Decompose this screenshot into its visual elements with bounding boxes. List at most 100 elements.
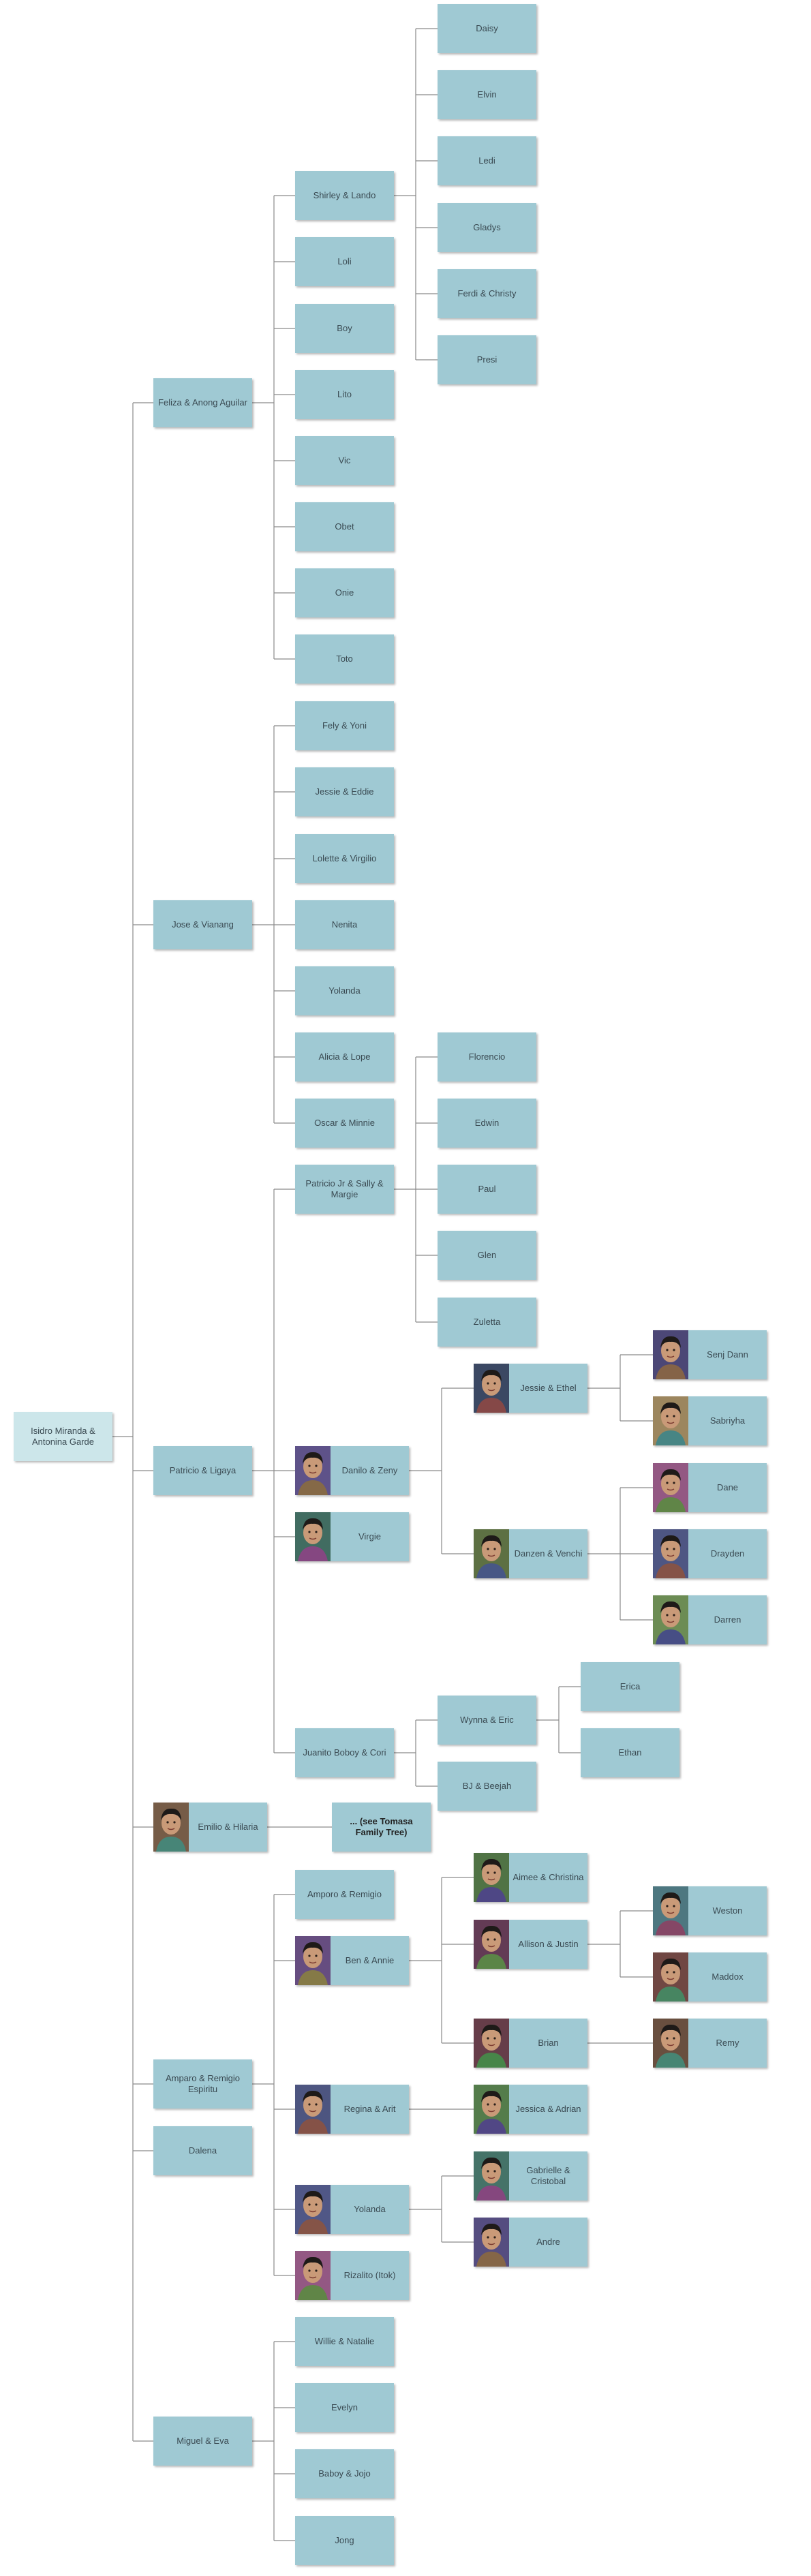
person-node-amporo-remigio[interactable]: Amporo & Remigio: [295, 1870, 394, 1919]
node-label: Lito: [337, 389, 352, 399]
node-label: Danilo & Zeny: [341, 1465, 398, 1475]
person-node-wynna-eric[interactable]: Wynna & Eric: [438, 1696, 536, 1745]
person-node-bj-beejah[interactable]: BJ & Beejah: [438, 1762, 536, 1811]
person-node-ledi[interactable]: Ledi: [438, 136, 536, 185]
person-node-edwin[interactable]: Edwin: [438, 1099, 536, 1148]
person-node-amparo-remigio-espiritu[interactable]: Amparo & Remigio Espiritu: [153, 2059, 252, 2109]
person-node-presi[interactable]: Presi: [438, 335, 536, 384]
person-node-dane[interactable]: Dane: [653, 1463, 767, 1512]
avatar-photo: [653, 1952, 688, 2002]
person-node-elvin[interactable]: Elvin: [438, 70, 536, 119]
person-node-onie[interactable]: Onie: [295, 568, 394, 617]
person-node-daisy[interactable]: Daisy: [438, 4, 536, 53]
person-node-jessie-eddie[interactable]: Jessie & Eddie: [295, 767, 394, 816]
node-label: Obet: [335, 521, 354, 532]
person-node-fely-yoni[interactable]: Fely & Yoni: [295, 701, 394, 750]
person-node-gabrielle-cristobal[interactable]: Gabrielle & Cristobal: [474, 2151, 587, 2201]
person-node-nenita[interactable]: Nenita: [295, 900, 394, 949]
person-node-regina-arit[interactable]: Regina & Arit: [295, 2085, 409, 2134]
person-node-paul[interactable]: Paul: [438, 1165, 536, 1214]
node-label: Maddox: [711, 1972, 744, 1982]
person-node-jessica-adrian[interactable]: Jessica & Adrian: [474, 2085, 587, 2134]
person-node-willie-natalie[interactable]: Willie & Natalie: [295, 2317, 394, 2366]
person-node-erica[interactable]: Erica: [581, 1662, 679, 1711]
node-label: Edwin: [474, 1118, 500, 1128]
person-node-evelyn[interactable]: Evelyn: [295, 2383, 394, 2432]
person-node-danilo-zeny[interactable]: Danilo & Zeny: [295, 1446, 409, 1495]
person-node-shirley-lando[interactable]: Shirley & Lando: [295, 171, 394, 220]
node-label: Virgie: [358, 1531, 381, 1542]
person-node-gladys[interactable]: Gladys: [438, 203, 536, 252]
node-label: ... (see Tomasa Family Tree): [350, 1816, 413, 1837]
person-node-brian[interactable]: Brian: [474, 2019, 587, 2068]
person-node-alicia-lope[interactable]: Alicia & Lope: [295, 1032, 394, 1082]
node-label: Yolanda: [328, 985, 361, 996]
person-node-jong[interactable]: Jong: [295, 2516, 394, 2565]
person-node-weston[interactable]: Weston: [653, 1886, 767, 1935]
person-node-maddox[interactable]: Maddox: [653, 1952, 767, 2002]
node-label: Vic: [338, 455, 351, 465]
person-node-patricio-ligaya[interactable]: Patricio & Ligaya: [153, 1446, 252, 1495]
person-node-zuletta[interactable]: Zuletta: [438, 1298, 536, 1347]
node-label: Jessica & Adrian: [515, 2104, 581, 2114]
person-node-dalena[interactable]: Dalena: [153, 2126, 252, 2175]
person-node-loli[interactable]: Loli: [295, 237, 394, 286]
person-node-patricio-jr-sally-margie[interactable]: Patricio Jr & Sally & Margie: [295, 1165, 394, 1214]
person-node-root[interactable]: Isidro Miranda & Antonina Garde: [14, 1412, 112, 1461]
avatar-photo: [653, 1330, 688, 1379]
person-node-emilio-hilaria[interactable]: Emilio & Hilaria: [153, 1803, 267, 1852]
node-label: Wynna & Eric: [460, 1715, 514, 1725]
avatar-photo: [474, 1920, 509, 1969]
person-node-yolanda[interactable]: Yolanda: [295, 966, 394, 1015]
person-node-danzen-venchi[interactable]: Danzen & Venchi: [474, 1529, 587, 1578]
person-node-lolette-virgilio[interactable]: Lolette & Virgilio: [295, 834, 394, 883]
node-label: Weston: [712, 1905, 743, 1916]
person-node-ben-annie[interactable]: Ben & Annie: [295, 1936, 409, 1985]
avatar-photo: [474, 2019, 509, 2068]
node-label: Patricio Jr & Sally & Margie: [305, 1178, 384, 1199]
person-node-rizalito-itok[interactable]: Rizalito (Itok): [295, 2251, 409, 2300]
person-node-obet[interactable]: Obet: [295, 502, 394, 551]
avatar-photo: [295, 1512, 331, 1561]
node-label: Nenita: [331, 919, 358, 930]
person-node-remy[interactable]: Remy: [653, 2019, 767, 2068]
person-node-juanito-boboy-cori[interactable]: Juanito Boboy & Cori: [295, 1728, 394, 1777]
person-node-jose-vianang[interactable]: Jose & Vianang: [153, 900, 252, 949]
node-label: Zuletta: [473, 1317, 501, 1327]
person-node-darren[interactable]: Darren: [653, 1595, 767, 1644]
node-label: Elvin: [477, 89, 497, 99]
person-node-see-tomasa-family-tree[interactable]: ... (see Tomasa Family Tree): [332, 1803, 431, 1852]
person-node-toto[interactable]: Toto: [295, 634, 394, 684]
person-node-oscar-minnie[interactable]: Oscar & Minnie: [295, 1099, 394, 1148]
person-node-sabriyha[interactable]: Sabriyha: [653, 1396, 767, 1445]
person-node-florencio[interactable]: Florencio: [438, 1032, 536, 1082]
person-node-virgie[interactable]: Virgie: [295, 1512, 409, 1561]
person-node-jessie-ethel[interactable]: Jessie & Ethel: [474, 1364, 587, 1413]
avatar-photo: [295, 2251, 331, 2300]
person-node-miguel-eva[interactable]: Miguel & Eva: [153, 2417, 252, 2466]
avatar-photo: [474, 1529, 509, 1578]
avatar-photo: [653, 1463, 688, 1512]
node-label: Presi: [476, 354, 498, 365]
person-node-drayden[interactable]: Drayden: [653, 1529, 767, 1578]
avatar-photo: [474, 2218, 509, 2267]
person-node-senj-dann[interactable]: Senj Dann: [653, 1330, 767, 1379]
node-label: Gabrielle & Cristobal: [526, 2165, 570, 2186]
person-node-baboy-jojo[interactable]: Baboy & Jojo: [295, 2449, 394, 2498]
person-node-yolanda[interactable]: Yolanda: [295, 2185, 409, 2234]
person-node-aimee-christina[interactable]: Aimee & Christina: [474, 1853, 587, 1902]
person-node-vic[interactable]: Vic: [295, 436, 394, 485]
person-node-ferdi-christy[interactable]: Ferdi & Christy: [438, 269, 536, 318]
person-node-lito[interactable]: Lito: [295, 370, 394, 419]
node-label: Gladys: [473, 222, 501, 232]
avatar-photo: [474, 1364, 509, 1413]
person-node-boy[interactable]: Boy: [295, 304, 394, 353]
person-node-allison-justin[interactable]: Allison & Justin: [474, 1920, 587, 1969]
avatar-photo: [295, 2185, 331, 2234]
node-label: Oscar & Minnie: [314, 1118, 375, 1128]
person-node-glen[interactable]: Glen: [438, 1231, 536, 1280]
person-node-andre[interactable]: Andre: [474, 2218, 587, 2267]
person-node-ethan[interactable]: Ethan: [581, 1728, 679, 1777]
person-node-feliza-anong-aguilar[interactable]: Feliza & Anong Aguilar: [153, 378, 252, 427]
